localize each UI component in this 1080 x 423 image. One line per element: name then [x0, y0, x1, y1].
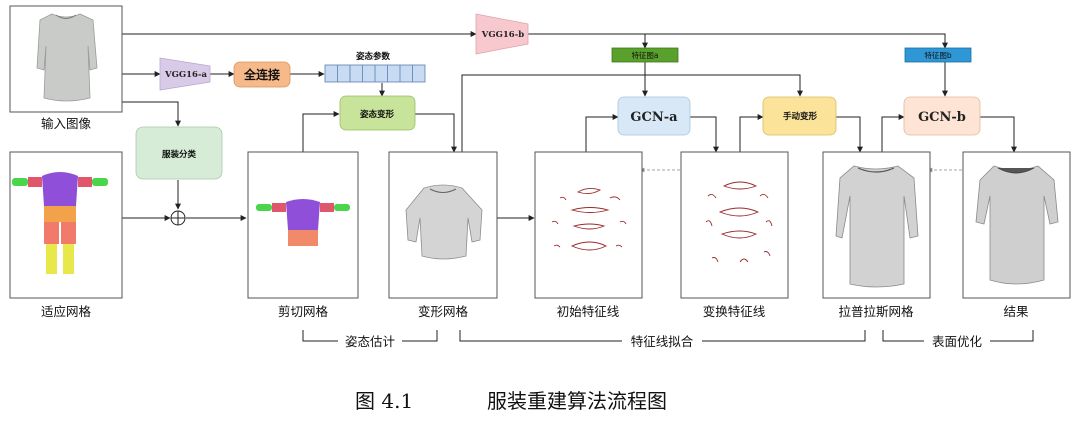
garment-classify-label: 服装分类: [162, 149, 197, 160]
pose-estimation-stage-label: 姿态估计: [345, 334, 395, 349]
deformed-mesh-label: 变形网格: [418, 304, 469, 319]
fully-connected-box: [233, 61, 291, 88]
connectors: [122, 31, 1034, 342]
initial-feature-lines-curves: [551, 187, 627, 251]
feature-fitting-bg: [622, 334, 702, 348]
manual-deform-box: [762, 96, 837, 136]
pose-deform-label: 姿态变形: [360, 109, 395, 120]
vgg-a-label: VGG16-a: [164, 70, 207, 80]
pose-deform-box: [339, 95, 416, 131]
pose-estimation-bg: [338, 334, 402, 348]
cut-mesh-body: [256, 199, 350, 246]
gcn-b-label: GCN-b: [918, 110, 966, 125]
surface-optimization-stage-label: 表面优化: [932, 334, 983, 349]
initial-feature-lines-label: 初始特征线: [557, 304, 620, 319]
gcn-b-box: [903, 96, 981, 136]
fully-connected-label: 全连接: [243, 67, 280, 82]
result-label: 结果: [1003, 304, 1029, 319]
transformed-feature-lines-label: 变换特征线: [703, 304, 766, 319]
plus-junction-icon: [170, 210, 186, 226]
input-image-label: 输入图像: [41, 116, 92, 131]
initial-feature-lines-frame: [534, 151, 643, 299]
vgg-a-module: VGG16-a: [159, 57, 211, 91]
manual-deform-label: 手动变形: [783, 111, 818, 122]
garment-classify-box: [135, 126, 223, 180]
adapted-mesh-body: [12, 172, 108, 274]
vgg-b-module: VGG16-b: [475, 13, 529, 55]
deformed-mesh-body: [405, 184, 483, 260]
cut-mesh-label: 剪切网格: [278, 304, 329, 319]
feature-map-a-label: 特征图a: [631, 50, 658, 60]
surface-optimization-bg: [924, 334, 990, 348]
transformed-feature-lines-curves: [705, 181, 773, 263]
input-garment-image: [36, 13, 98, 102]
result-garment-body: [975, 165, 1059, 285]
feature-fitting-stage-label: 特征线拟合: [631, 334, 694, 349]
feature-map-a-box: [611, 47, 679, 63]
feature-map-b-label: 特征图b: [924, 50, 951, 60]
caption-number: 图 4.1: [355, 389, 413, 413]
gcn-a-label: GCN-a: [630, 110, 678, 125]
laplacian-mesh-body: [835, 165, 919, 288]
transformed-feature-lines-frame: [680, 151, 789, 299]
vgg-b-label: VGG16-b: [481, 30, 524, 40]
pose-params-label: 姿态参数: [356, 51, 391, 62]
feature-map-b-box: [904, 47, 972, 63]
laplacian-mesh-label: 拉普拉斯网格: [838, 304, 914, 319]
adapted-mesh-label: 适应网格: [41, 304, 92, 319]
caption-text: 服装重建算法流程图: [487, 389, 667, 413]
cut-mesh-frame: [247, 151, 359, 299]
gcn-a-box: [617, 96, 691, 136]
pose-params-vector: [324, 64, 426, 83]
